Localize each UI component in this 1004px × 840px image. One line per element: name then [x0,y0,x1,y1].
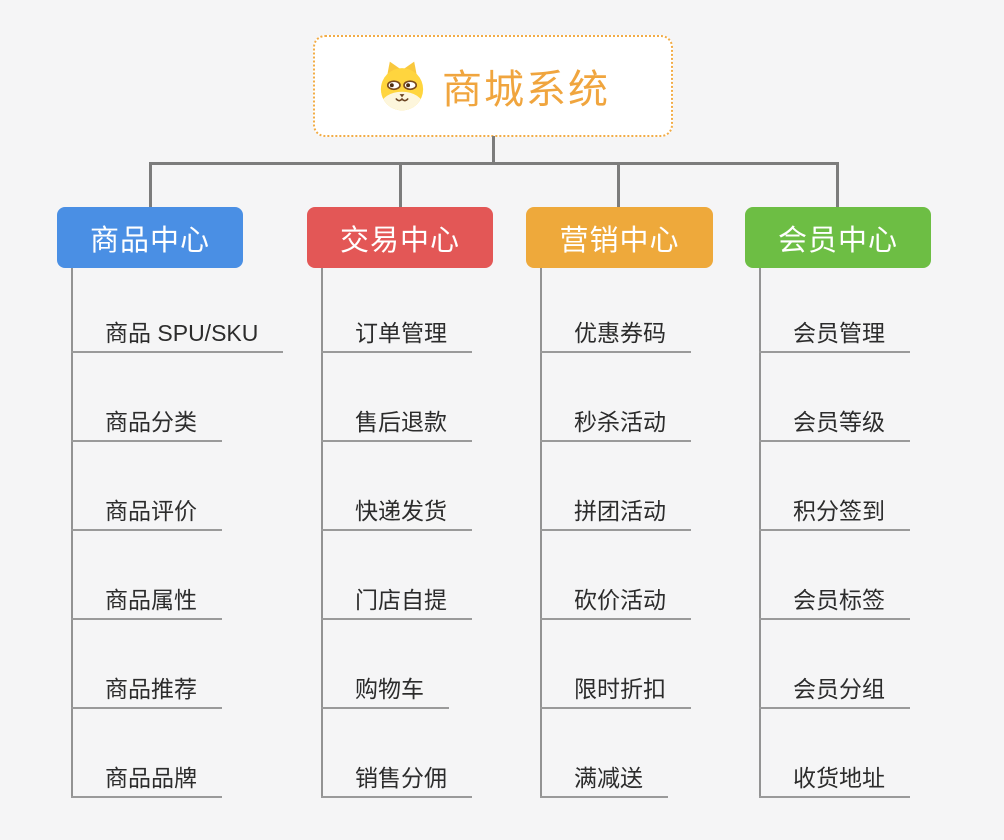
leaf-item[interactable]: 商品属性 [71,583,222,620]
leaf-item[interactable]: 售后退款 [321,405,472,442]
branch-node-marketing-center[interactable]: 营销中心 [526,207,713,268]
leaf-item[interactable]: 会员标签 [759,583,910,620]
leaf-item[interactable]: 商品品牌 [71,761,222,798]
connector-drop-3 [617,164,620,208]
leaf-item[interactable]: 订单管理 [321,316,472,353]
leaf-item[interactable]: 商品推荐 [71,672,222,709]
leaf-item[interactable]: 商品 SPU/SKU [71,316,284,353]
leaf-column-product: 商品 SPU/SKU 商品分类 商品评价 商品属性 商品推荐 商品品牌 [71,316,284,840]
branch-vertical-line-4 [759,268,761,798]
connector-root-stem [492,136,495,164]
root-title: 商城系统 [442,68,610,112]
connector-drop-4 [836,164,839,208]
dog-face-icon [380,61,424,111]
leaf-item[interactable]: 会员等级 [759,405,910,442]
leaf-column-member: 会员管理 会员等级 积分签到 会员标签 会员分组 收货地址 [759,316,910,840]
branch-node-product-center[interactable]: 商品中心 [57,207,243,268]
leaf-item[interactable]: 优惠券码 [540,316,691,353]
leaf-item[interactable]: 商品分类 [71,405,222,442]
leaf-item[interactable]: 满减送 [540,761,668,798]
leaf-item[interactable]: 秒杀活动 [540,405,691,442]
connector-drop-1 [149,164,152,208]
leaf-item[interactable]: 限时折扣 [540,672,691,709]
leaf-item[interactable]: 拼团活动 [540,494,691,531]
leaf-item[interactable]: 快递发货 [321,494,472,531]
branch-node-trade-center[interactable]: 交易中心 [307,207,493,268]
connector-horizontal-bar [149,162,839,165]
leaf-column-trade: 订单管理 售后退款 快递发货 门店自提 购物车 销售分佣 [321,316,472,840]
root-node[interactable]: 商城系统 [313,35,673,137]
leaf-item[interactable]: 门店自提 [321,583,472,620]
branch-vertical-line-1 [71,268,73,798]
leaf-item[interactable]: 销售分佣 [321,761,472,798]
connector-drop-2 [399,164,402,208]
leaf-item[interactable]: 收货地址 [759,761,910,798]
branch-node-member-center[interactable]: 会员中心 [745,207,931,268]
leaf-item[interactable]: 商品评价 [71,494,222,531]
leaf-item[interactable]: 会员分组 [759,672,910,709]
leaf-column-marketing: 优惠券码 秒杀活动 拼团活动 砍价活动 限时折扣 满减送 [540,316,691,840]
branch-vertical-line-2 [321,268,323,798]
leaf-item[interactable]: 购物车 [321,672,449,709]
leaf-item[interactable]: 积分签到 [759,494,910,531]
branch-vertical-line-3 [540,268,542,798]
leaf-item[interactable]: 砍价活动 [540,583,691,620]
leaf-item[interactable]: 会员管理 [759,316,910,353]
